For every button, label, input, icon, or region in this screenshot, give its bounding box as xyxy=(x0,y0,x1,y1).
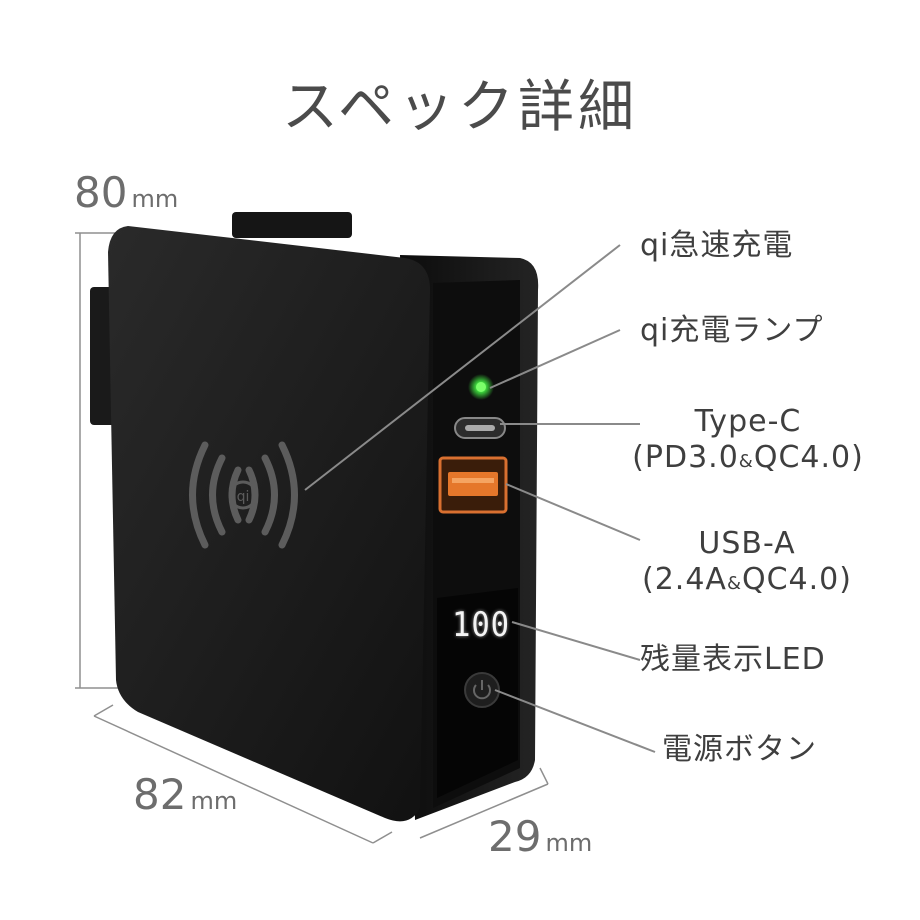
status-led-icon xyxy=(476,382,486,392)
label-battery-led: 残量表示LED xyxy=(640,642,826,677)
dimension-lines xyxy=(75,232,549,844)
leader-lines xyxy=(304,244,656,753)
label-type-c-name: Type-C xyxy=(694,404,802,439)
label-usb-a: USB-A (2.4A&QC4.0) xyxy=(612,526,882,602)
depth-unit: mm xyxy=(545,829,593,857)
battery-level-display: 100 xyxy=(452,605,510,645)
qi-logo-icon xyxy=(228,480,258,510)
depth-value: 29 xyxy=(488,812,542,861)
height-value: 80 xyxy=(74,168,128,217)
height-unit: mm xyxy=(131,185,179,213)
plug-top xyxy=(232,212,352,238)
width-unit: mm xyxy=(190,787,238,815)
label-type-c: Type-C (PD3.0&QC4.0) xyxy=(618,404,878,480)
label-type-c-spec: (PD3.0&QC4.0) xyxy=(632,440,864,475)
wireless-charging-icon xyxy=(189,441,298,549)
label-usb-a-name: USB-A xyxy=(698,526,796,561)
width-value: 82 xyxy=(133,770,187,819)
label-usb-a-spec: (2.4A&QC4.0) xyxy=(642,562,852,597)
page-title: スペック詳細 xyxy=(281,75,639,140)
label-qi-fast-charge: qi急速充電 xyxy=(640,228,794,263)
label-qi-lamp: qi充電ランプ xyxy=(640,313,824,348)
svg-text:qi: qi xyxy=(237,489,250,505)
label-power-button: 電源ボタン xyxy=(662,732,817,767)
